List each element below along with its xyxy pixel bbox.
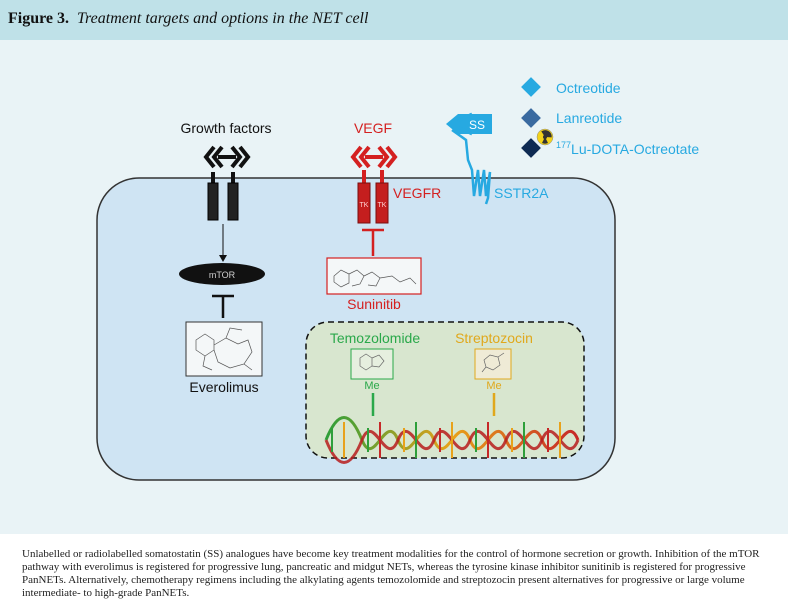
streptozocin-label: Streptozocin: [455, 330, 533, 346]
vegf-receptor: TK TK: [357, 170, 389, 224]
vegf-ligand: [350, 145, 398, 169]
lu-dota-name: Lu-DOTA-Octreotate: [571, 141, 699, 157]
mtor-node: [179, 263, 265, 285]
growth-factor-receptor: [207, 172, 239, 221]
vegf-label: VEGF: [354, 120, 392, 136]
figure-area: Growth factors mTOR Everolimus VEGF TK T…: [0, 40, 788, 534]
figure-title: Treatment targets and options in the NET…: [77, 10, 369, 27]
sstr2a-receptor: [451, 128, 492, 205]
sunitinib-label: Suninitib: [347, 296, 401, 312]
growth-factor-ligand: [203, 145, 251, 169]
lu-dota-label: 177Lu-DOTA-Octreotate: [556, 140, 699, 157]
svg-text:TK: TK: [360, 202, 369, 209]
figure-caption: Unlabelled or radiolabelled somatostatin…: [0, 534, 788, 610]
lanreotide-diamond-icon: [521, 108, 541, 128]
mtor-label: mTOR: [209, 270, 236, 280]
sstr2a-label: SSTR2A: [494, 185, 549, 201]
streptozocin-structure: [474, 348, 512, 380]
svg-text:TK: TK: [378, 202, 387, 209]
growth-factors-label: Growth factors: [180, 120, 271, 136]
dna-helix: [324, 416, 580, 464]
net-cell-diagram: Growth factors mTOR Everolimus VEGF TK T…: [96, 77, 699, 481]
lanreotide-label: Lanreotide: [556, 110, 622, 126]
temozolomide-label: Temozolomide: [330, 330, 420, 346]
dna-base-pairs: [331, 422, 561, 458]
everolimus-label: Everolimus: [189, 379, 258, 395]
radiation-icon: [536, 128, 554, 146]
octreotide-label: Octreotide: [556, 80, 621, 96]
ss-label: SS: [469, 118, 485, 132]
figure-header: Figure 3. Treatment targets and options …: [0, 0, 788, 40]
streptozocin-me: Me: [486, 380, 501, 392]
temozolomide-me: Me: [364, 380, 379, 392]
everolimus-molecule-icon: [195, 327, 253, 371]
octreotide-diamond-icon: [521, 77, 541, 97]
vegfr-inhibition: [362, 228, 384, 256]
everolimus-structure: [185, 321, 263, 377]
figure-label: Figure 3.: [8, 10, 70, 27]
sunitinib-molecule-icon: [333, 269, 417, 288]
ss-ligand: [446, 112, 492, 136]
sunitinib-structure: [326, 257, 422, 295]
vegfr-label: VEGFR: [393, 185, 441, 201]
temozolomide-molecule-icon: [359, 353, 385, 371]
lu-superscript: 177: [556, 140, 571, 150]
mtor-inhibition: [212, 294, 234, 318]
streptozocin-molecule-icon: [481, 352, 505, 373]
